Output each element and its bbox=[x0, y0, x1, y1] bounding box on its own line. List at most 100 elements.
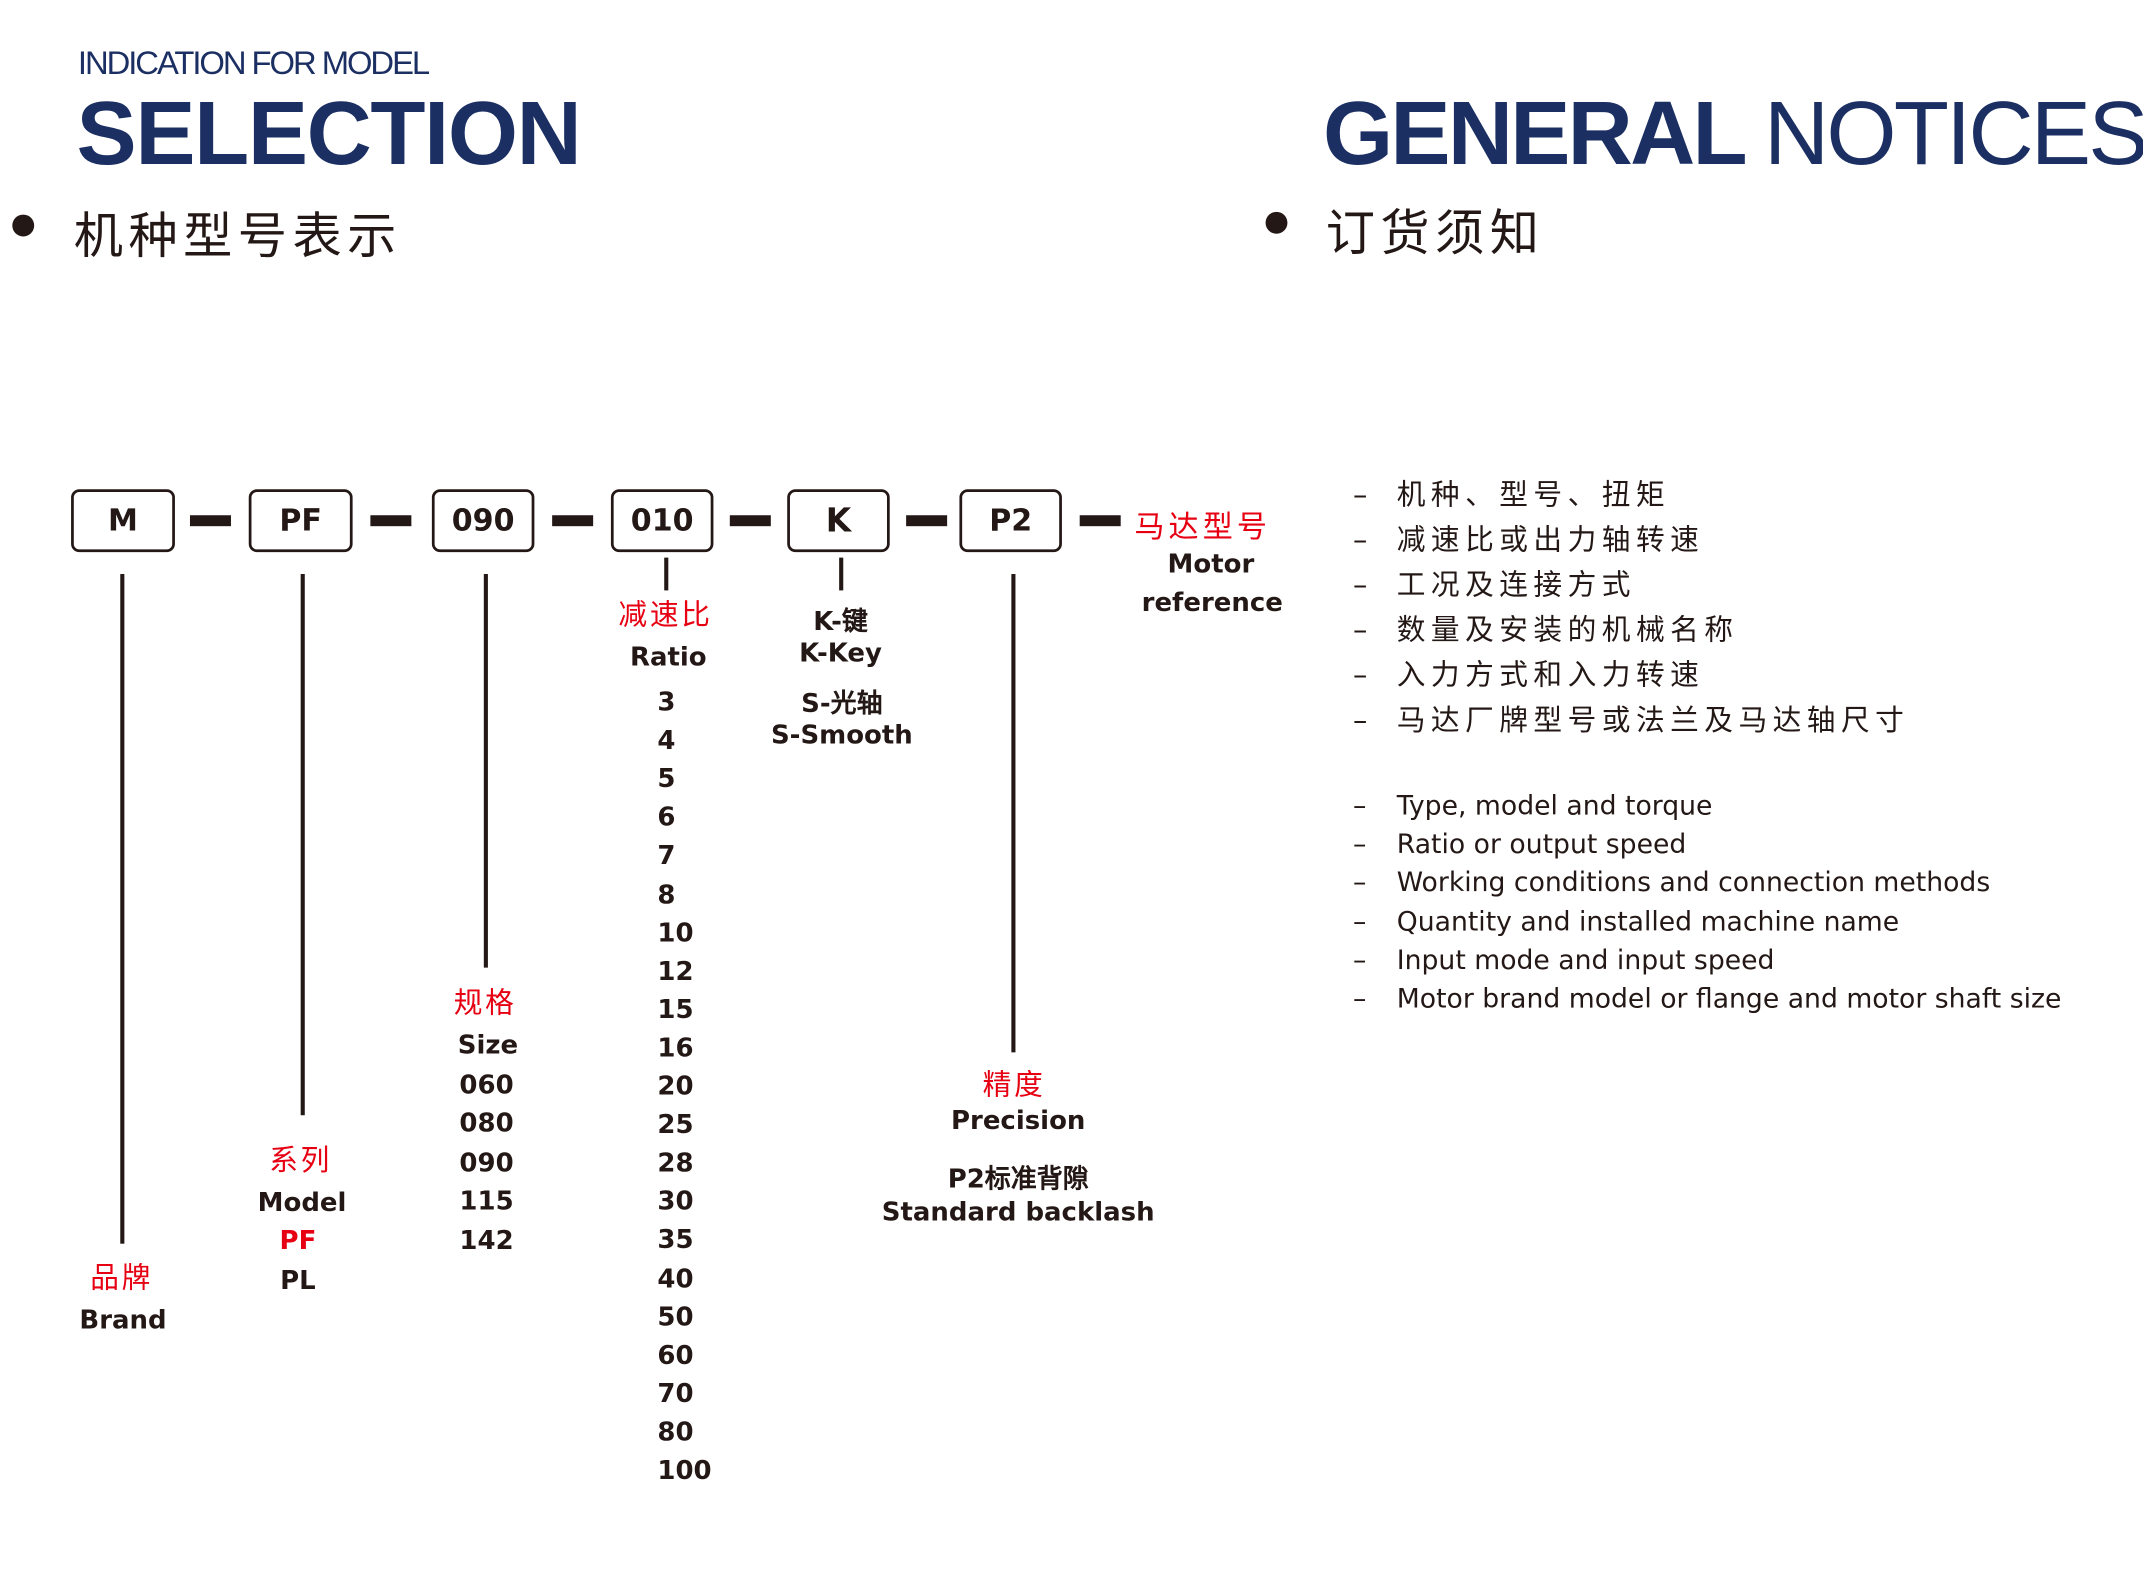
notice-text: 马达厂牌型号或法兰及马达轴尺寸 bbox=[1396, 703, 1910, 737]
code-box-model: PF bbox=[248, 489, 353, 553]
dash-bullet: – bbox=[1353, 523, 1368, 557]
notice-text: Motor brand model or flange and motor sh… bbox=[1396, 982, 2062, 1015]
ratio-option: 25 bbox=[657, 1109, 694, 1140]
ratio-option: 5 bbox=[657, 764, 676, 795]
size-option: 142 bbox=[459, 1225, 514, 1256]
ratio-option: 60 bbox=[657, 1340, 694, 1371]
notice-text: Quantity and installed machine name bbox=[1396, 905, 1900, 938]
ratio-option: 7 bbox=[657, 841, 676, 872]
code-box-brand: M bbox=[71, 489, 175, 553]
separator-dash bbox=[552, 515, 594, 527]
size-option: 090 bbox=[459, 1148, 514, 1179]
precision-p2-en: Standard backlash bbox=[881, 1197, 1155, 1228]
notice-text: 工况及连接方式 bbox=[1396, 568, 1636, 602]
ratio-option: 80 bbox=[657, 1417, 694, 1448]
notice-item: –马达厂牌型号或法兰及马达轴尺寸 bbox=[1353, 703, 1910, 737]
ratio-label-en: Ratio bbox=[629, 642, 707, 673]
ratio-label-cn: 减速比 bbox=[618, 598, 713, 632]
size-label-en: Size bbox=[457, 1030, 519, 1061]
connector-line bbox=[300, 574, 305, 1116]
notices-cn-title: 订货须知 bbox=[1325, 206, 1545, 263]
dash-bullet: – bbox=[1353, 703, 1368, 737]
notice-text: 入力方式和入力转速 bbox=[1396, 658, 1705, 692]
ratio-option: 3 bbox=[657, 687, 676, 718]
ratio-option: 40 bbox=[657, 1263, 694, 1294]
ratio-option: 10 bbox=[657, 917, 694, 948]
dash-bullet: – bbox=[1353, 905, 1367, 938]
section-cn-title: 机种型号表示 bbox=[73, 209, 402, 266]
connector-line bbox=[483, 574, 488, 968]
dash-bullet: – bbox=[1353, 867, 1367, 899]
ratio-option: 50 bbox=[657, 1301, 694, 1332]
ratio-option: 8 bbox=[657, 879, 676, 910]
code-box-size: 090 bbox=[431, 489, 535, 553]
separator-dash bbox=[370, 515, 412, 527]
notices-title-bold: GENERAL bbox=[1322, 82, 1748, 184]
notice-text: 减速比或出力轴转速 bbox=[1396, 523, 1705, 557]
notice-item: –Motor brand model or flange and motor s… bbox=[1353, 985, 2061, 1012]
model-option: PF bbox=[279, 1225, 317, 1256]
precision-p2-cn: P2标准背隙 bbox=[947, 1164, 1089, 1195]
notice-item: –Working conditions and connection metho… bbox=[1353, 867, 1991, 899]
shaft-smooth-en: S-Smooth bbox=[770, 720, 913, 751]
notice-item: –数量及安装的机械名称 bbox=[1353, 616, 1738, 645]
shaft-smooth-cn: S-光轴 bbox=[801, 688, 883, 719]
brand-label-cn: 品牌 bbox=[90, 1261, 154, 1295]
motor-label-en-2: reference bbox=[1141, 587, 1283, 618]
brand-label-en: Brand bbox=[79, 1305, 167, 1336]
separator-dash bbox=[906, 515, 948, 527]
notice-item: –工况及连接方式 bbox=[1353, 571, 1636, 600]
dash-bullet: – bbox=[1353, 944, 1367, 976]
precision-label-en: Precision bbox=[950, 1105, 1086, 1136]
size-option: 060 bbox=[459, 1070, 514, 1101]
connector-line bbox=[839, 557, 843, 591]
section-title: SELECTION bbox=[76, 82, 582, 184]
notices-title-light: NOTICES bbox=[1763, 82, 2143, 184]
size-option: 080 bbox=[459, 1108, 514, 1139]
model-label-cn: 系列 bbox=[269, 1143, 333, 1177]
dash-bullet: – bbox=[1353, 478, 1368, 512]
separator-dash bbox=[189, 515, 231, 527]
ratio-option: 15 bbox=[657, 994, 694, 1025]
model-option: PL bbox=[280, 1265, 316, 1296]
shaft-key-cn: K-键 bbox=[813, 606, 868, 637]
ratio-option: 20 bbox=[657, 1071, 694, 1102]
size-label-cn: 规格 bbox=[453, 986, 517, 1020]
bullet-icon bbox=[1265, 211, 1288, 234]
ratio-option: 100 bbox=[657, 1455, 712, 1486]
precision-label-cn: 精度 bbox=[982, 1068, 1046, 1102]
section-subtitle: INDICATION FOR MODEL bbox=[77, 45, 430, 83]
dash-bullet: – bbox=[1353, 658, 1368, 692]
bullet-icon bbox=[12, 214, 35, 237]
notice-item: –减速比或出力轴转速 bbox=[1353, 523, 1705, 557]
ratio-option: 6 bbox=[657, 802, 676, 833]
shaft-key-en: K-Key bbox=[799, 638, 882, 669]
ratio-option: 35 bbox=[657, 1225, 694, 1256]
notice-text: Type, model and torque bbox=[1396, 789, 1713, 822]
connector-line bbox=[664, 557, 668, 591]
dash-bullet: – bbox=[1353, 789, 1367, 822]
code-box-ratio: 010 bbox=[610, 489, 714, 553]
separator-dash bbox=[729, 515, 771, 527]
connector-line bbox=[1011, 574, 1015, 1053]
notice-item: –机种、型号、扭矩 bbox=[1353, 478, 1671, 512]
ratio-option: 70 bbox=[657, 1378, 694, 1409]
notice-item: –Quantity and installed machine name bbox=[1353, 908, 1899, 935]
ratio-option: 12 bbox=[657, 956, 694, 987]
model-label-en: Model bbox=[257, 1187, 347, 1218]
notice-text: 机种、型号、扭矩 bbox=[1396, 478, 1671, 512]
dash-bullet: – bbox=[1353, 613, 1368, 647]
notice-item: –入力方式和入力转速 bbox=[1353, 661, 1704, 690]
notice-text: Ratio or output speed bbox=[1396, 828, 1687, 860]
size-option: 115 bbox=[459, 1186, 514, 1217]
notice-text: Working conditions and connection method… bbox=[1396, 867, 1991, 899]
code-box-shaft: K bbox=[787, 489, 890, 553]
code-box-precision: P2 bbox=[959, 489, 1062, 553]
notice-text: Input mode and input speed bbox=[1396, 944, 1775, 976]
notice-item: –Ratio or output speed bbox=[1353, 831, 1686, 858]
motor-label-en: Motor bbox=[1167, 549, 1255, 580]
notice-item: –Type, model and torque bbox=[1353, 789, 1713, 822]
ratio-option: 16 bbox=[657, 1033, 694, 1064]
